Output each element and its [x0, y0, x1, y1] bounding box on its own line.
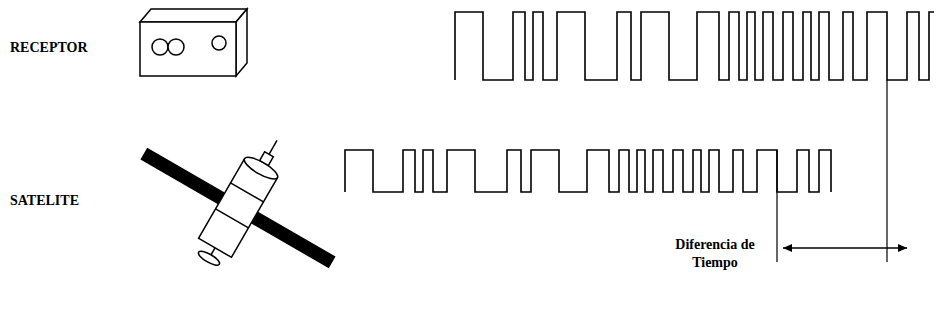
marker-line [886, 80, 887, 262]
device-label: SATELITE [10, 193, 79, 209]
measurement-label: Diferencia de Tiempo [667, 236, 763, 272]
receiver-signal [455, 12, 934, 80]
time-difference-arrow [783, 247, 907, 248]
pulse-trains [345, 12, 936, 262]
satellite-signal [345, 150, 831, 192]
satellite-icon [113, 86, 370, 315]
device-label: RECEPTOR [10, 40, 88, 56]
marker-line [776, 150, 777, 262]
receiver-icon [140, 9, 247, 76]
